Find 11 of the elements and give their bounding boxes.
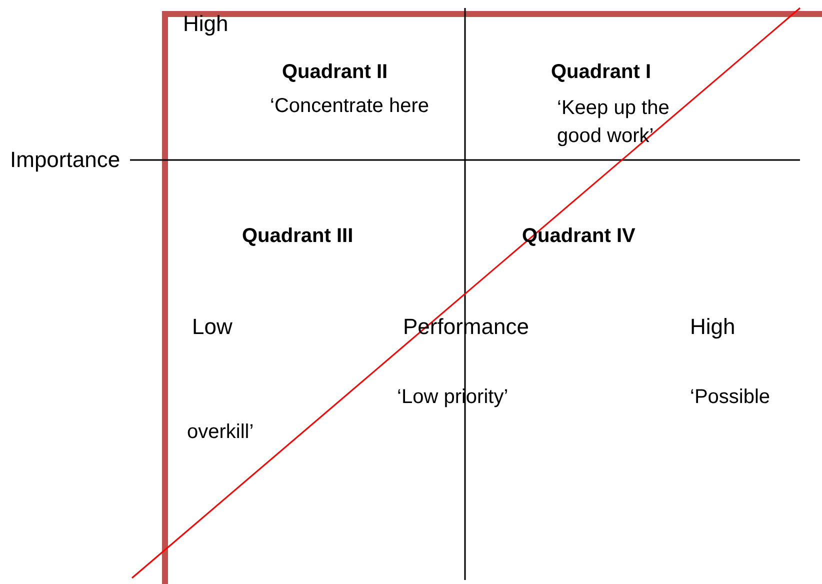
quadrant-note: ‘Possible — [690, 385, 770, 409]
axis-label: High — [690, 314, 736, 340]
quadrant-note: overkill’ — [187, 420, 254, 444]
axis-label: Low — [192, 314, 232, 340]
quadrant-note: ‘Keep up the good work’ — [557, 96, 670, 149]
quadrant-note: ‘Concentrate here — [270, 94, 429, 118]
quadrant-title: Quadrant III — [242, 224, 354, 248]
quadrant-title: Quadrant I — [551, 60, 652, 84]
quadrant-title: Quadrant II — [282, 60, 388, 84]
axis-title: Importance — [10, 147, 120, 174]
axis-label: High — [183, 11, 228, 38]
